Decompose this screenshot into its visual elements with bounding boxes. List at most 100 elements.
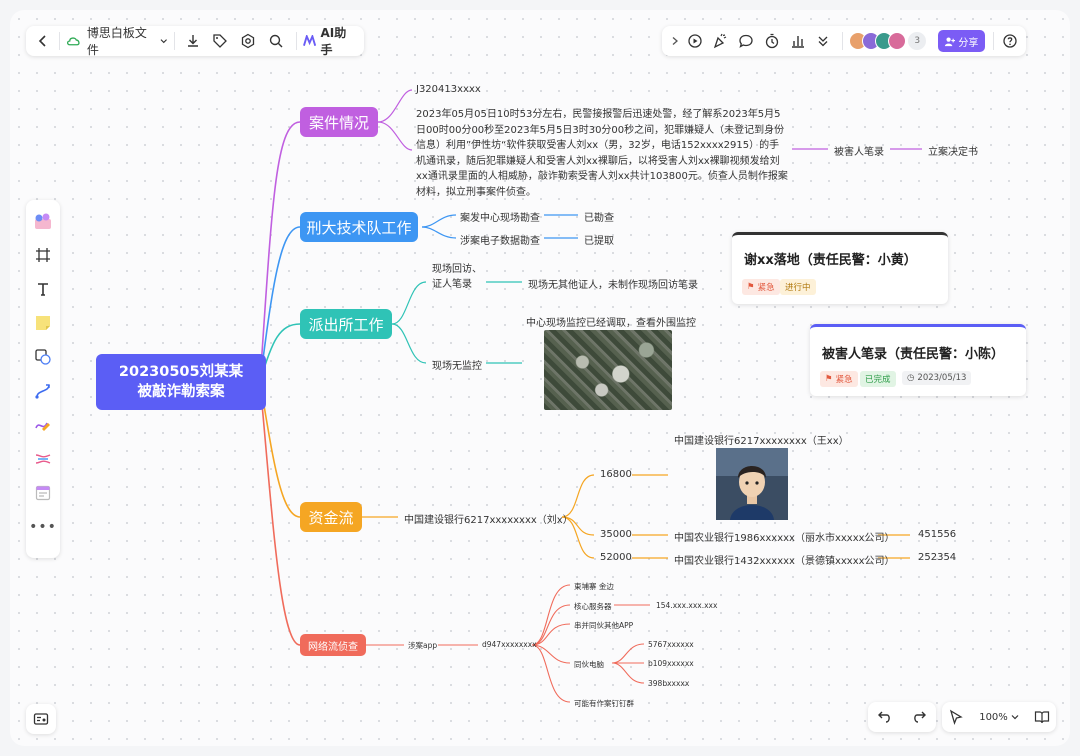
text-icon [38,283,48,296]
net-child-2-ip[interactable]: 154.xxx.xxx.xxx [656,601,718,610]
shape-icon [35,349,51,365]
root-title-line2: 被敲诈勒索案 [137,384,225,400]
doc-title-button[interactable]: 博思白板文件 [66,24,168,58]
station-monitor[interactable]: 现场无监控 [432,361,482,372]
share-label: 分享 [958,37,979,49]
branch-tech[interactable]: 刑大技术队工作 [300,212,418,242]
tag-button[interactable] [205,33,233,49]
sticky-note-icon [36,316,50,330]
select-tool-button[interactable] [948,709,964,725]
celebrate-button[interactable] [708,33,734,49]
comment-button[interactable] [733,33,759,49]
toolbar-divider [296,32,298,50]
shape-tool[interactable] [28,342,58,372]
mindmap-connectors [259,89,922,703]
vote-button[interactable] [785,33,811,49]
zoom-dropdown[interactable]: 100% [979,712,1019,723]
mindmap-tool[interactable] [28,444,58,474]
collaborator-count: 3 [908,32,927,50]
share-button[interactable]: 分享 [938,30,985,52]
net-child-4a[interactable]: 5767xxxxxx [648,640,694,649]
net-child-2[interactable]: 核心服务器 [574,602,612,611]
aerial-photo[interactable] [544,330,672,410]
suspect-avatar[interactable] [716,448,788,520]
sticky-note-tool[interactable] [28,308,58,338]
double-chevron-down-icon [818,36,828,47]
net-app[interactable]: 涉案app [408,641,438,650]
table-tool[interactable] [28,478,58,508]
net-child-1[interactable]: 東埔寨 金边 [574,582,614,591]
net-child-4b[interactable]: b109xxxxxx [648,659,694,668]
help-button[interactable] [999,33,1020,49]
redo-icon [914,711,926,723]
pen-icon [35,422,50,431]
funds-amount-3[interactable]: 52000 [600,552,632,563]
branch-funds[interactable]: 资金流 [300,502,362,532]
connector-tool[interactable] [28,376,58,406]
more-tools-button[interactable]: ••• [28,512,58,542]
task-card-2[interactable]: 被害人笔录（责任民警：小陈） ⚑紧急 已完成 ◷2023/05/13 [810,324,1026,396]
minimap-button[interactable] [26,704,56,734]
station-visit[interactable]: 现场回访、 证人笔录 [432,262,482,292]
tech-item-1[interactable]: 案发中心现场勘查 [460,213,540,224]
task-card-1-title: 谢xx落地（责任民警：小黄） [744,253,917,268]
case-decision[interactable]: 立案决定书 [928,147,978,158]
funds-out-3[interactable]: 252354 [918,552,957,563]
pen-tool[interactable] [28,410,58,440]
doc-title: 博思白板文件 [86,26,147,57]
gear-icon [241,33,255,49]
tech-item-2[interactable]: 涉案电子数据勘查 [460,236,540,247]
shapes-palette-icon [35,213,51,229]
ai-assistant-button[interactable]: AI助手 [303,24,356,58]
present-button[interactable] [682,33,708,49]
flag-icon: ⚑ [825,374,833,384]
task-card-1-status-tag: 进行中 [780,279,816,295]
task-card-1-urgent-tag: ⚑紧急 [742,279,780,295]
frame-tool[interactable] [28,240,58,270]
more-tools-button[interactable] [811,33,837,49]
book-icon [1034,711,1050,724]
book-view-button[interactable] [1034,709,1050,725]
net-id[interactable]: d947xxxxxxxx [482,640,537,649]
text-tool[interactable] [28,274,58,304]
funds-target-2[interactable]: 中国农业银行1986xxxxxx（丽水市xxxxx公司） [674,533,895,544]
task-card-1[interactable]: 谢xx落地（责任民警：小黄） ⚑紧急 进行中 [732,232,948,304]
net-child-4c[interactable]: 398bxxxxx [648,679,690,688]
back-button[interactable] [34,33,53,49]
branch-network[interactable]: 网络流侦查 [300,634,366,656]
collapse-toolbar-button[interactable] [668,36,682,46]
funds-amount-2[interactable]: 35000 [600,529,632,540]
net-child-5[interactable]: 可能有作案钉钉群 [574,699,634,708]
redo-button[interactable] [911,709,927,725]
search-button[interactable] [262,33,290,49]
funds-out-2[interactable]: 451556 [918,529,957,540]
net-child-3[interactable]: 串并同伙其他APP [574,621,634,630]
toolbar-divider [173,32,175,50]
collaborator-avatars[interactable]: 3 [849,32,927,50]
tag-icon [212,34,227,48]
tech-item-1-status[interactable]: 已勘查 [584,213,614,224]
download-button[interactable] [181,33,206,49]
root-node[interactable]: 20230505刘某某 被敲诈勒索案 [96,354,266,410]
funds-target-1[interactable]: 中国建设银行6217xxxxxxxx（王xx） [674,436,849,447]
branch-case[interactable]: 案件情况 [300,107,378,137]
templates-tool[interactable] [28,206,58,236]
tech-item-2-status[interactable]: 已提取 [584,236,614,247]
chevron-down-icon [1011,715,1019,720]
timer-button[interactable] [759,33,785,49]
connector-icon [35,384,50,399]
cursor-icon [949,709,963,725]
bar-chart-icon [791,36,804,48]
net-child-4[interactable]: 同伙电脑 [574,660,604,669]
settings-button[interactable] [234,33,262,49]
station-visit-result[interactable]: 现场无其他证人，未制作现场回访笔录 [528,280,698,291]
funds-source[interactable]: 中国建设银行6217xxxxxxxx（刘x） [404,515,573,526]
funds-amount-1[interactable]: 16800 [600,469,632,480]
case-victim-record[interactable]: 被害人笔录 [834,147,884,158]
funds-target-3[interactable]: 中国农业银行1432xxxxxx（景德镇xxxxx公司） [674,556,895,567]
zoom-level: 100% [979,711,1008,723]
branch-station[interactable]: 派出所工作 [300,309,392,339]
undo-button[interactable] [877,709,893,725]
whiteboard-canvas[interactable]: 20230505刘某某 被敲诈勒索案 案件情况 J320413xxxx 2023… [10,10,1070,746]
task-card-2-date-tag: ◷2023/05/13 [902,371,972,385]
